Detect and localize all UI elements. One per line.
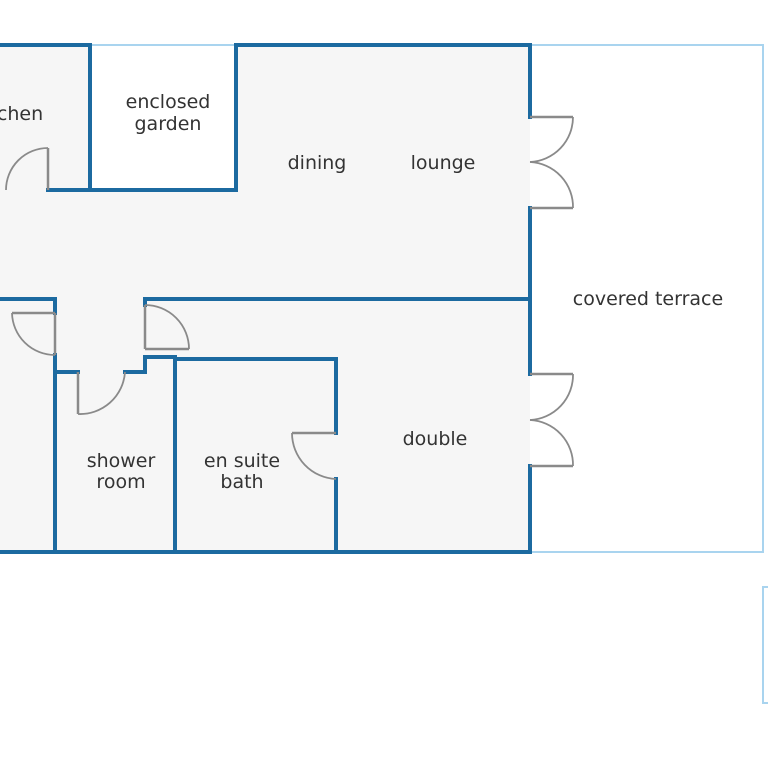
- partial-outline-bottom-right: [762, 586, 768, 704]
- label-enclosed-garden-line1: enclosed: [126, 91, 211, 113]
- label-dining: dining: [288, 152, 347, 174]
- label-en-suite-bath-line1: en suite: [204, 450, 280, 472]
- enclosed-garden-floor: [90, 45, 236, 190]
- label-enclosed-garden-line2: garden: [135, 113, 202, 135]
- door-lounge-terrace: [529, 115, 574, 210]
- label-en-suite-bath-line2: bath: [220, 471, 263, 493]
- door-kitchen: [5, 147, 50, 191]
- label-double: double: [403, 428, 468, 450]
- label-shower-room-line1: shower: [87, 450, 156, 472]
- label-kitchen: chen: [0, 103, 43, 125]
- room-labels: chen enclosed garden dining lounge cover…: [0, 91, 723, 493]
- door-double-corridor: [143, 304, 190, 351]
- door-shower-room: [76, 371, 126, 415]
- label-lounge: lounge: [411, 152, 476, 174]
- door-west-corridor: [11, 311, 57, 356]
- walls: [0, 43, 532, 554]
- door-double-terrace: [529, 372, 574, 468]
- label-shower-room-line2: room: [96, 471, 145, 493]
- doors: [5, 115, 574, 480]
- covered-terrace-outline: [529, 44, 764, 553]
- door-en-suite: [291, 431, 337, 480]
- label-covered-terrace: covered terrace: [573, 288, 723, 310]
